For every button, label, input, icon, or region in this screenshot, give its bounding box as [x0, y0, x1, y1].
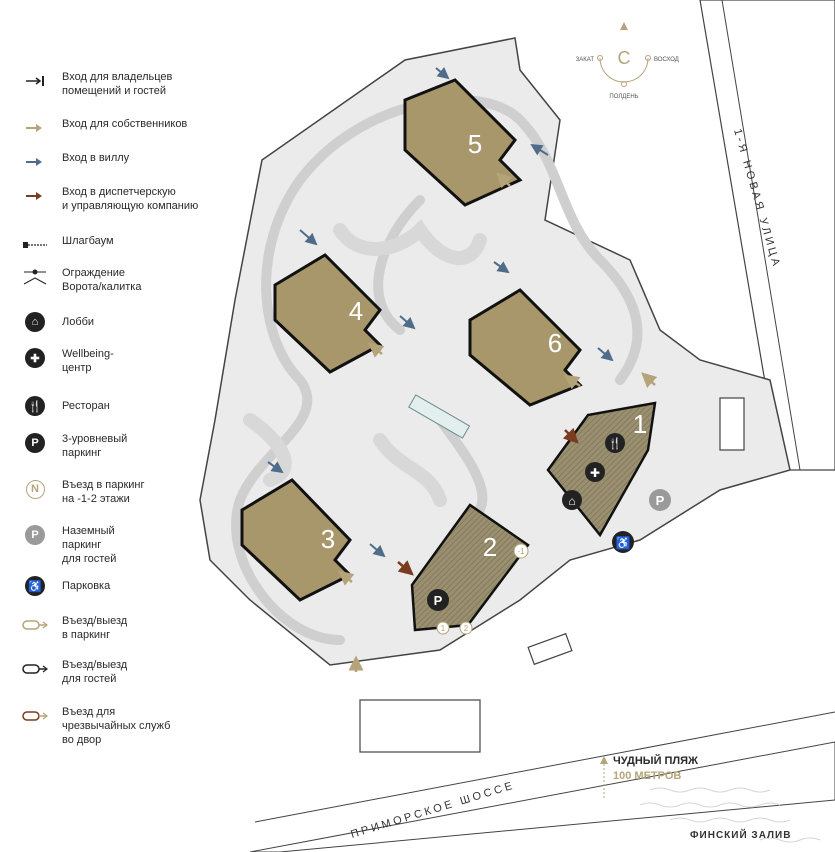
svg-text:2: 2: [464, 624, 469, 633]
svg-text:ВОСХОД: ВОСХОД: [654, 57, 679, 63]
legend-item-restaurant: 🍴 Ресторан: [22, 395, 232, 417]
street-1-road: [699, 0, 835, 471]
accessible-parking-icon: ♿: [25, 576, 45, 596]
villa-entrance-arrow: [597, 347, 614, 362]
legend-item-owners-entrance: Вход для собственников: [22, 117, 232, 139]
building-1-label: 1: [633, 409, 647, 439]
legend-item-parking-drive: Въезд/выезд в паркинг: [22, 614, 232, 642]
svg-text:P: P: [434, 593, 443, 608]
svg-text:✚: ✚: [590, 466, 600, 480]
svg-text:♿: ♿: [616, 536, 631, 550]
owner-entrance-arrow: [641, 372, 658, 388]
wellbeing-marker: [585, 462, 605, 482]
svg-text:⌂: ⌂: [568, 494, 575, 508]
villa-entrance-arrow: [369, 543, 386, 558]
owner-entrance-arrow: [368, 342, 385, 358]
parking-p-icon: P: [25, 433, 45, 453]
beach-distance: 100 МЕТРОВ: [613, 770, 682, 782]
barrier-icon: [22, 234, 48, 256]
svg-text:ЗАКАТ: ЗАКАТ: [576, 57, 595, 63]
gulf-label: ФИНСКИЙ ЗАЛИВ: [690, 830, 792, 841]
pool-structure: [408, 394, 471, 439]
svg-text:1: 1: [441, 624, 446, 633]
gulf-waves: [639, 787, 821, 843]
beach-label: ЧУДНЫЙ ПЛЯЖ 100 МЕТРОВ: [613, 754, 698, 784]
building-3-label: 3: [321, 524, 335, 554]
building-2-parking[interactable]: 2 P 1 2 -1: [410, 503, 530, 635]
small-structure: [527, 632, 573, 666]
gatehouse: [719, 397, 745, 451]
guest-parking-marker: [649, 489, 671, 511]
parking-marker: [427, 589, 449, 611]
owners-entrance-arrow-icon: [22, 117, 48, 139]
legend-item-barrier: Шлагбаум: [22, 234, 232, 256]
svg-text:ПОЛДЕНЬ: ПОЛДЕНЬ: [609, 94, 638, 100]
emergency-drive-icon: [22, 705, 48, 727]
villa-entrance-arrow: [435, 66, 450, 80]
lobby-icon: ⌂: [25, 312, 45, 332]
legend-item-owner-guest-entrance: Вход для владельцев помещений и гостей: [22, 70, 232, 98]
wellbeing-cross-icon: ✚: [25, 348, 45, 368]
dispatch-entrance-arrow: [397, 560, 414, 576]
legend-item-guest-parking: P Наземный паркинг для гостей: [22, 524, 232, 566]
building-4-label: 4: [349, 296, 363, 326]
owner-entrance-arrow: [563, 374, 581, 390]
compass: С ЗАКАТ ВОСХОД ПОЛДЕНЬ: [576, 22, 679, 100]
villa-entrance-arrow: [493, 261, 510, 274]
restaurant-marker: [605, 433, 625, 453]
building-6-label: 6: [548, 328, 562, 358]
legend-item-wellbeing: ✚ Wellbeing- центр: [22, 347, 232, 375]
villa-entrance-arrow: [267, 461, 284, 474]
parking-drive-icon: [22, 614, 48, 636]
building-2-label: 2: [483, 532, 497, 562]
building-6[interactable]: 6: [468, 288, 583, 407]
svg-text:🍴: 🍴: [608, 437, 622, 450]
legend-item-accessible-parking: ♿ Парковка: [22, 575, 232, 597]
legend-item-lobby: ⌂ Лобби: [22, 311, 232, 333]
villa-entrance-arrow-icon: [22, 151, 48, 173]
svg-text:P: P: [656, 493, 665, 508]
owner-guest-entrance-icon: [22, 70, 48, 92]
beach-title: ЧУДНЫЙ ПЛЯЖ: [613, 755, 698, 767]
svg-text:-1: -1: [517, 547, 525, 556]
legend-item-parking: P 3-уровневый паркинг: [22, 432, 232, 460]
map-legend: Вход для владельцев помещений и гостей В…: [0, 0, 230, 852]
lobby-marker: [562, 490, 582, 510]
legend-item-dispatch-entrance: Вход в диспетчерскую и управляющую компа…: [22, 185, 232, 213]
building-4[interactable]: 4: [273, 253, 383, 374]
site-paths: [231, 95, 643, 645]
fence-gate-icon: [22, 266, 48, 288]
legend-item-guest-drive: Въезд/выезд для гостей: [22, 658, 232, 686]
parking-entrance-n-icon: N: [25, 479, 45, 499]
restaurant-icon: 🍴: [25, 396, 45, 416]
lower-structure: [359, 699, 481, 753]
accessible-parking-marker: [612, 531, 634, 553]
building-3[interactable]: 3: [240, 478, 353, 602]
guest-parking-p-icon: P: [25, 525, 45, 545]
building-5-label: 5: [468, 129, 482, 159]
guest-drive-icon: [22, 658, 48, 680]
legend-item-fence-gate: Ограждение Ворота/калитка: [22, 266, 232, 294]
villa-entrance-arrow: [530, 143, 549, 156]
building-5[interactable]: 5: [403, 78, 523, 207]
legend-item-emergency-drive: Въезд для чрезвычайных служб во двор: [22, 705, 232, 747]
highway-road: [249, 741, 835, 852]
owner-entrance-arrow: [496, 172, 513, 189]
svg-text:С: С: [618, 48, 631, 68]
villa-entrance-arrow: [299, 229, 318, 246]
dispatch-entrance-arrow-icon: [22, 185, 48, 207]
dispatch-entrance-arrow: [562, 427, 579, 444]
legend-item-villa-entrance: Вход в виллу: [22, 151, 232, 173]
owner-entrance-arrow: [338, 570, 355, 586]
villa-entrance-arrow: [399, 315, 416, 330]
legend-item-parking-entrance: N Въезд в паркинг на -1-2 этажи: [22, 478, 232, 506]
